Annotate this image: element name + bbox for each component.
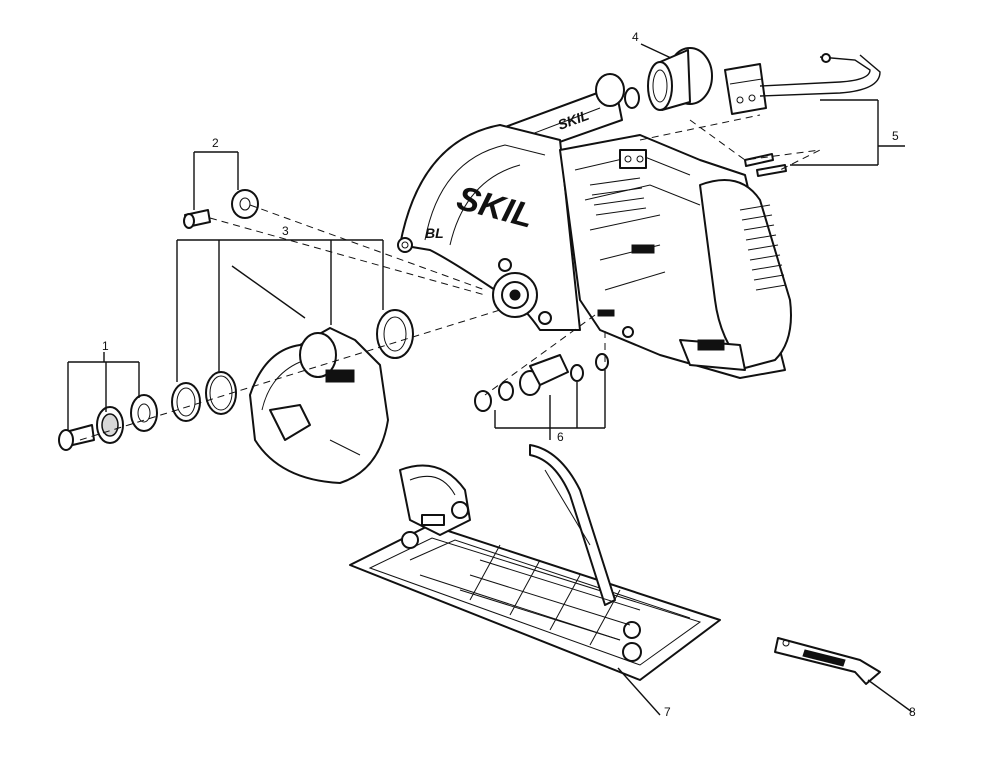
callout-numbers: 1 2 3 4 5 6 7 8	[102, 30, 916, 719]
screw-bushing-part	[183, 189, 259, 229]
grip-texture	[739, 204, 787, 291]
dust-port-part	[647, 47, 713, 111]
wrench-part	[774, 637, 881, 685]
callout-3: 3	[282, 224, 289, 238]
callout-4: 4	[632, 30, 639, 44]
lever-hardware-part	[474, 353, 609, 412]
blade-bolt-flange-part	[58, 394, 158, 451]
model-badge: BL	[425, 225, 444, 241]
rafter-hook-part	[724, 53, 881, 177]
base-grid	[459, 544, 641, 646]
callout-5: 5	[892, 129, 899, 143]
callout-2: 2	[212, 136, 219, 150]
assembly-dashed-lines	[79, 114, 821, 441]
lower-guard-part	[171, 265, 414, 484]
callout-7: 7	[664, 705, 671, 719]
callout-6: 6	[557, 430, 564, 444]
callout-8: 8	[909, 705, 916, 719]
saw-body: SKIL SKIL BL	[397, 73, 792, 379]
base-plate-part	[349, 444, 721, 681]
callout-leaders	[67, 43, 913, 716]
callout-1: 1	[102, 339, 109, 353]
motor-vents	[589, 177, 647, 216]
